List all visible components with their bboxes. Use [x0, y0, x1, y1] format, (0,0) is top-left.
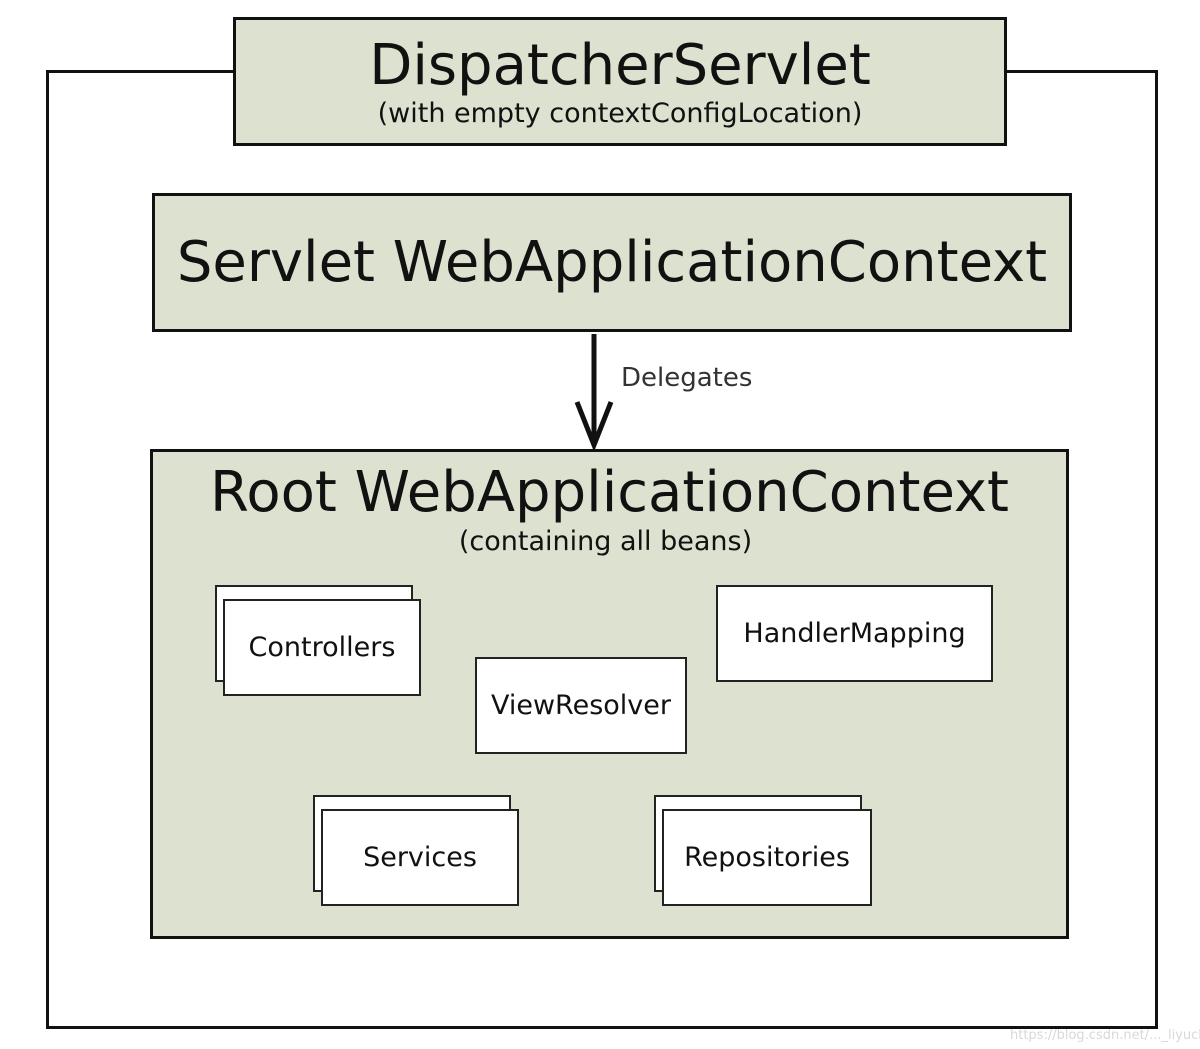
repositories-bean: Repositories — [662, 809, 872, 906]
controllers-label: Controllers — [248, 632, 396, 663]
root-context-subtitle: (containing all beans) — [458, 526, 753, 557]
servlet-context-title: Servlet WebApplicationContext — [176, 230, 1048, 295]
view-resolver-bean: ViewResolver — [475, 657, 687, 754]
repositories-label: Repositories — [684, 842, 850, 873]
watermark: https://blog.csdn.net/..._liyuchao — [1010, 1028, 1200, 1043]
delegates-label: Delegates — [621, 363, 753, 393]
view-resolver-label: ViewResolver — [490, 690, 671, 721]
services-label: Services — [363, 842, 477, 873]
controllers-bean: Controllers — [223, 599, 421, 696]
arrow-head — [574, 401, 614, 452]
dispatcher-servlet-box: DispatcherServlet (with empty contextCon… — [233, 17, 1007, 146]
dispatcher-servlet-title: DispatcherServlet — [369, 33, 871, 98]
delegates-arrow — [574, 334, 614, 452]
servlet-context-box: Servlet WebApplicationContext — [152, 193, 1072, 332]
dispatcher-servlet-subtitle: (with empty contextConfigLocation) — [377, 98, 863, 129]
root-context-title: Root WebApplicationContext — [209, 460, 1010, 525]
handler-mapping-bean: HandlerMapping — [716, 585, 993, 682]
services-bean: Services — [321, 809, 519, 906]
handler-mapping-label: HandlerMapping — [743, 618, 966, 649]
